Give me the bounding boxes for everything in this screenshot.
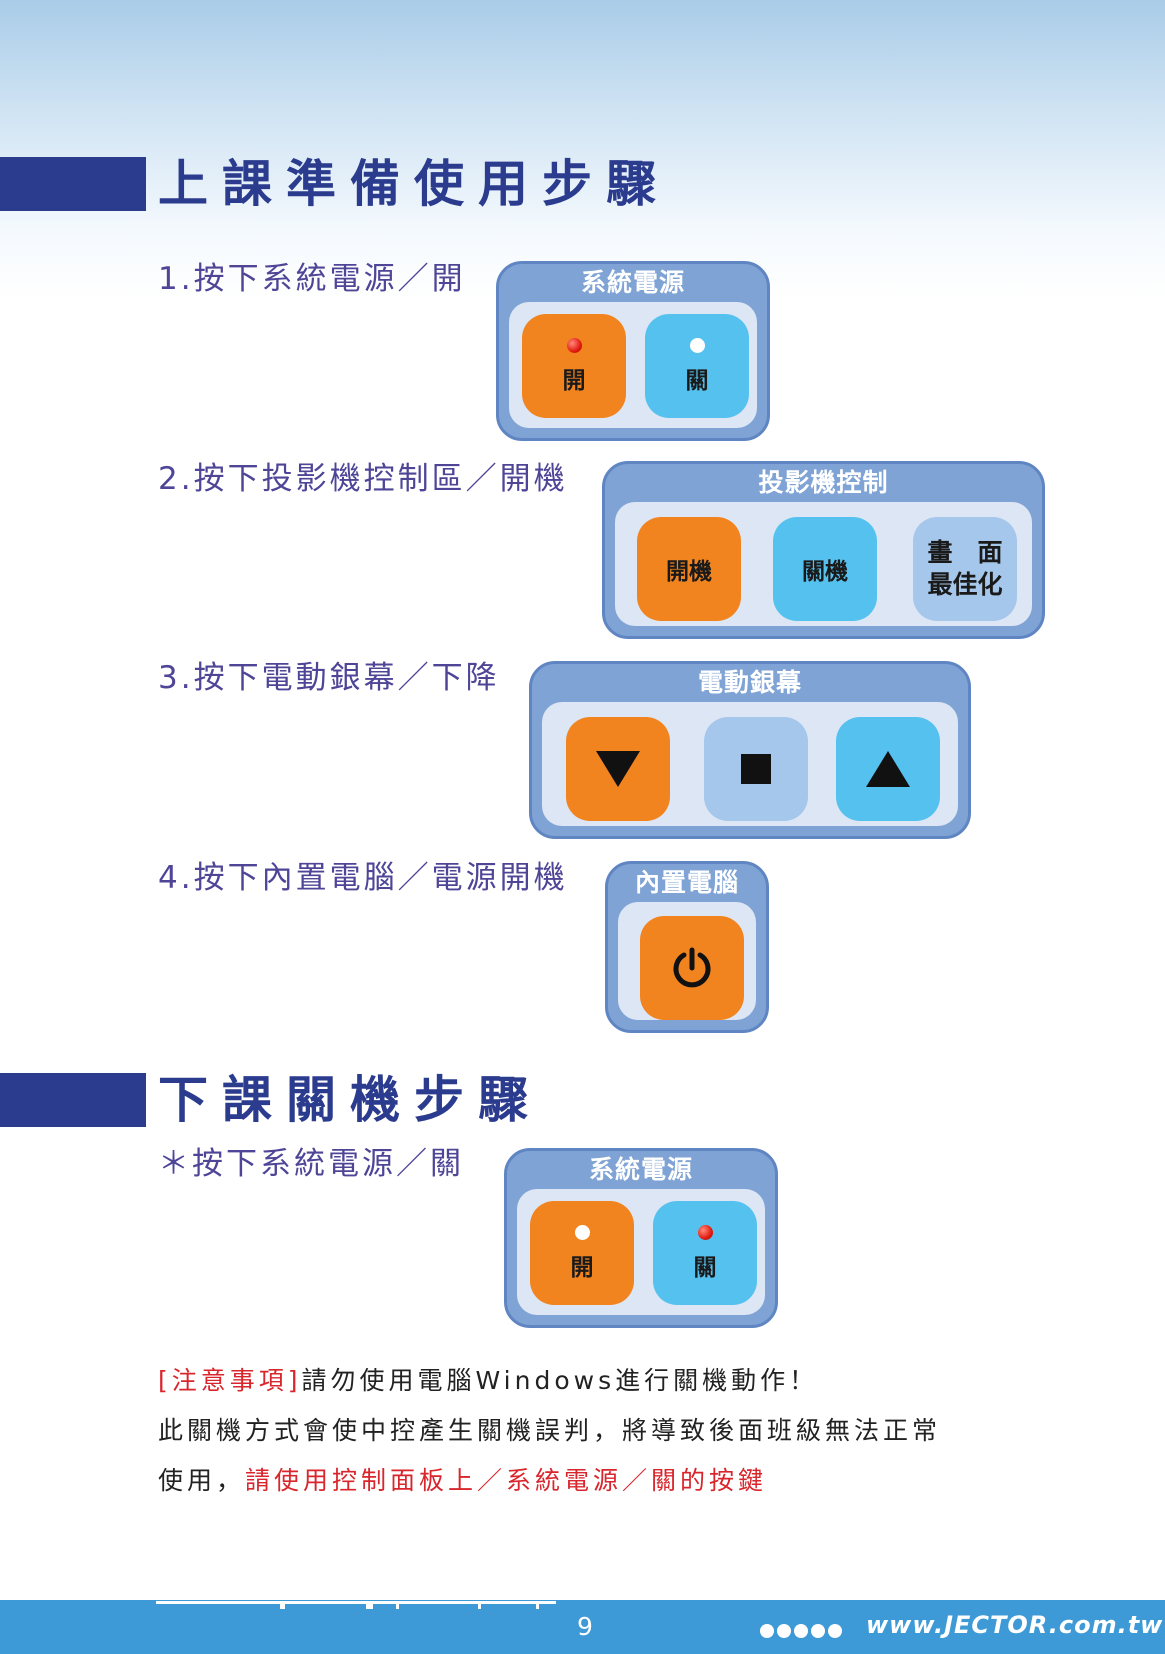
picture-optimize-line2: 最佳化 [927, 570, 1003, 599]
shutdown-step-text: ＊按下系統電源／關 [158, 1146, 464, 1182]
step-1-text: 1.按下系統電源／開 [158, 261, 466, 297]
screen-up-button[interactable] [836, 717, 940, 821]
power-on-label-2: 開 [570, 1254, 594, 1281]
pc-panel-inner [618, 902, 756, 1020]
power-off-button-2[interactable]: 關 [653, 1201, 757, 1305]
footer-url: www.JECTOR.com.tw [866, 1611, 1164, 1639]
section-bar-1 [0, 157, 146, 211]
power-off-label-2: 關 [693, 1254, 717, 1281]
power-off-label: 關 [685, 367, 709, 394]
power-off-led-icon-2 [697, 1224, 713, 1240]
pc-power-button[interactable] [640, 916, 744, 1020]
arrow-up-icon [866, 751, 910, 787]
note-line-2: 此關機方式會使中控產生關機誤判，將導致後面班級無法正常 [158, 1416, 942, 1445]
note-tag: [注意事項] [158, 1366, 302, 1395]
power-on-led-icon-2 [574, 1224, 590, 1240]
projector-panel-inner: 開機 關機 畫 面 最佳化 [615, 502, 1032, 626]
section-title-1: 上課準備使用步驟 [158, 155, 670, 213]
power-panel-2: 系統電源 開 關 [504, 1148, 778, 1328]
power-panel-1: 系統電源 開 關 [496, 261, 770, 441]
power-on-led-icon [566, 337, 582, 353]
pc-panel: 內置電腦 [605, 861, 769, 1033]
power-panel-1-inner: 開 關 [509, 302, 757, 428]
footer-ticks [156, 1601, 556, 1609]
page-number: 9 [577, 1612, 593, 1641]
stop-icon [741, 754, 771, 784]
power-icon [673, 947, 711, 988]
footer-dots-icon [760, 1624, 842, 1638]
projector-off-button[interactable]: 關機 [773, 517, 877, 621]
step-3-text: 3.按下電動銀幕／下降 [158, 660, 500, 696]
power-on-button[interactable]: 開 [522, 314, 626, 418]
note-line-3: 使用，請使用控制面板上／系統電源／關的按鍵 [158, 1463, 767, 1499]
power-on-button-2[interactable]: 開 [530, 1201, 634, 1305]
power-panel-1-title: 系統電源 [580, 268, 685, 297]
arrow-down-icon [596, 751, 640, 787]
section-title-2: 下課關機步驟 [158, 1071, 542, 1129]
power-off-led-icon [689, 337, 705, 353]
note-line-3-warning: 請使用控制面板上／系統電源／關的按鍵 [245, 1466, 768, 1495]
projector-panel: 投影機控制 開機 關機 畫 面 最佳化 [602, 461, 1045, 639]
projector-on-button[interactable]: 開機 [637, 517, 741, 621]
note-line-3-start: 使用， [158, 1466, 246, 1495]
footer-bar [0, 1600, 1165, 1654]
screen-panel: 電動銀幕 [529, 661, 971, 839]
pc-panel-title: 內置電腦 [634, 868, 739, 897]
picture-optimize-line1: 畫 面 [927, 538, 1003, 567]
screen-panel-title: 電動銀幕 [697, 668, 802, 697]
power-on-label: 開 [562, 367, 586, 394]
step-2-text: 2.按下投影機控制區／開機 [158, 461, 568, 497]
projector-off-label: 關機 [802, 559, 848, 585]
section-bar-2 [0, 1073, 146, 1127]
note-line-1-text: 請勿使用電腦Windows進行關機動作！ [301, 1366, 819, 1395]
power-panel-2-inner: 開 關 [517, 1189, 765, 1315]
power-off-button[interactable]: 關 [645, 314, 749, 418]
screen-down-button[interactable] [566, 717, 670, 821]
note-line-1: [注意事項]請勿使用電腦Windows進行關機動作！ [158, 1363, 818, 1399]
screen-panel-inner [542, 702, 958, 826]
power-panel-2-title: 系統電源 [588, 1155, 693, 1184]
picture-optimize-button[interactable]: 畫 面 最佳化 [913, 517, 1017, 621]
step-4-text: 4.按下內置電腦／電源開機 [158, 860, 568, 896]
projector-on-label: 開機 [666, 559, 712, 585]
screen-stop-button[interactable] [704, 717, 808, 821]
projector-panel-title: 投影機控制 [758, 468, 889, 497]
